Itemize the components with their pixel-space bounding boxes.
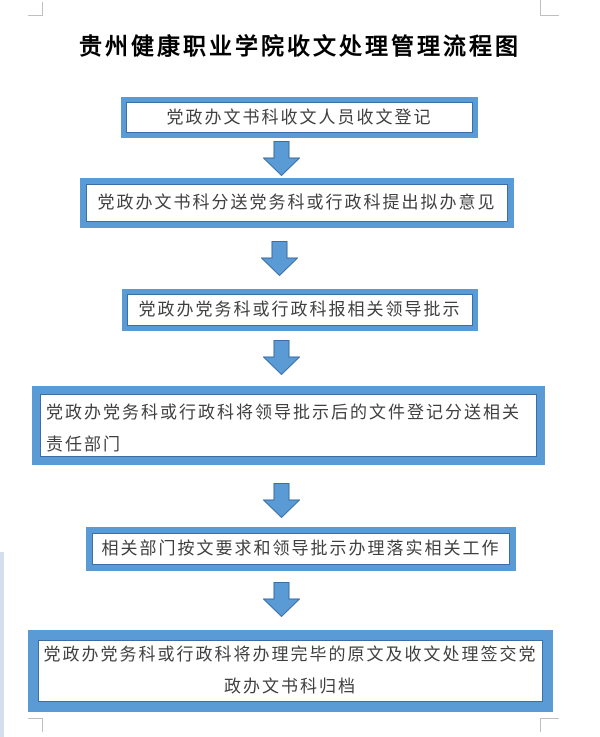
page-title: 贵州健康职业学院收文处理管理流程图 (79, 34, 521, 59)
down-arrow-icon (263, 483, 300, 518)
down-arrow-icon (263, 141, 300, 176)
flow-step-3: 党政办党务科或行政科报相关领导批示 (122, 289, 478, 331)
down-arrow-icon (263, 340, 300, 375)
margin-crop-mark-top-left (28, 2, 43, 16)
down-arrow-icon (261, 241, 298, 276)
flow-step-4: 党政办党务科或行政科将领导批示后的文件登记分送相关责任部门 (32, 386, 545, 465)
flow-step-2: 党政办文书科分送党务科或行政科提出拟办意见 (80, 178, 514, 228)
down-arrow-icon (263, 582, 300, 617)
margin-crop-mark-top-right (540, 0, 559, 16)
margin-crop-mark-bottom-left (28, 718, 43, 732)
page-edge (0, 552, 4, 737)
flow-step-1: 党政办文书科收文人员收文登记 (121, 97, 478, 138)
flow-step-5: 相关部门按文要求和领导批示办理落实相关工作 (86, 527, 516, 571)
flow-step-6: 党政办党务科或行政科将办理完毕的原文及收文处理签交党政办文书科归档 (28, 630, 553, 712)
margin-crop-mark-bottom-right (540, 718, 559, 732)
